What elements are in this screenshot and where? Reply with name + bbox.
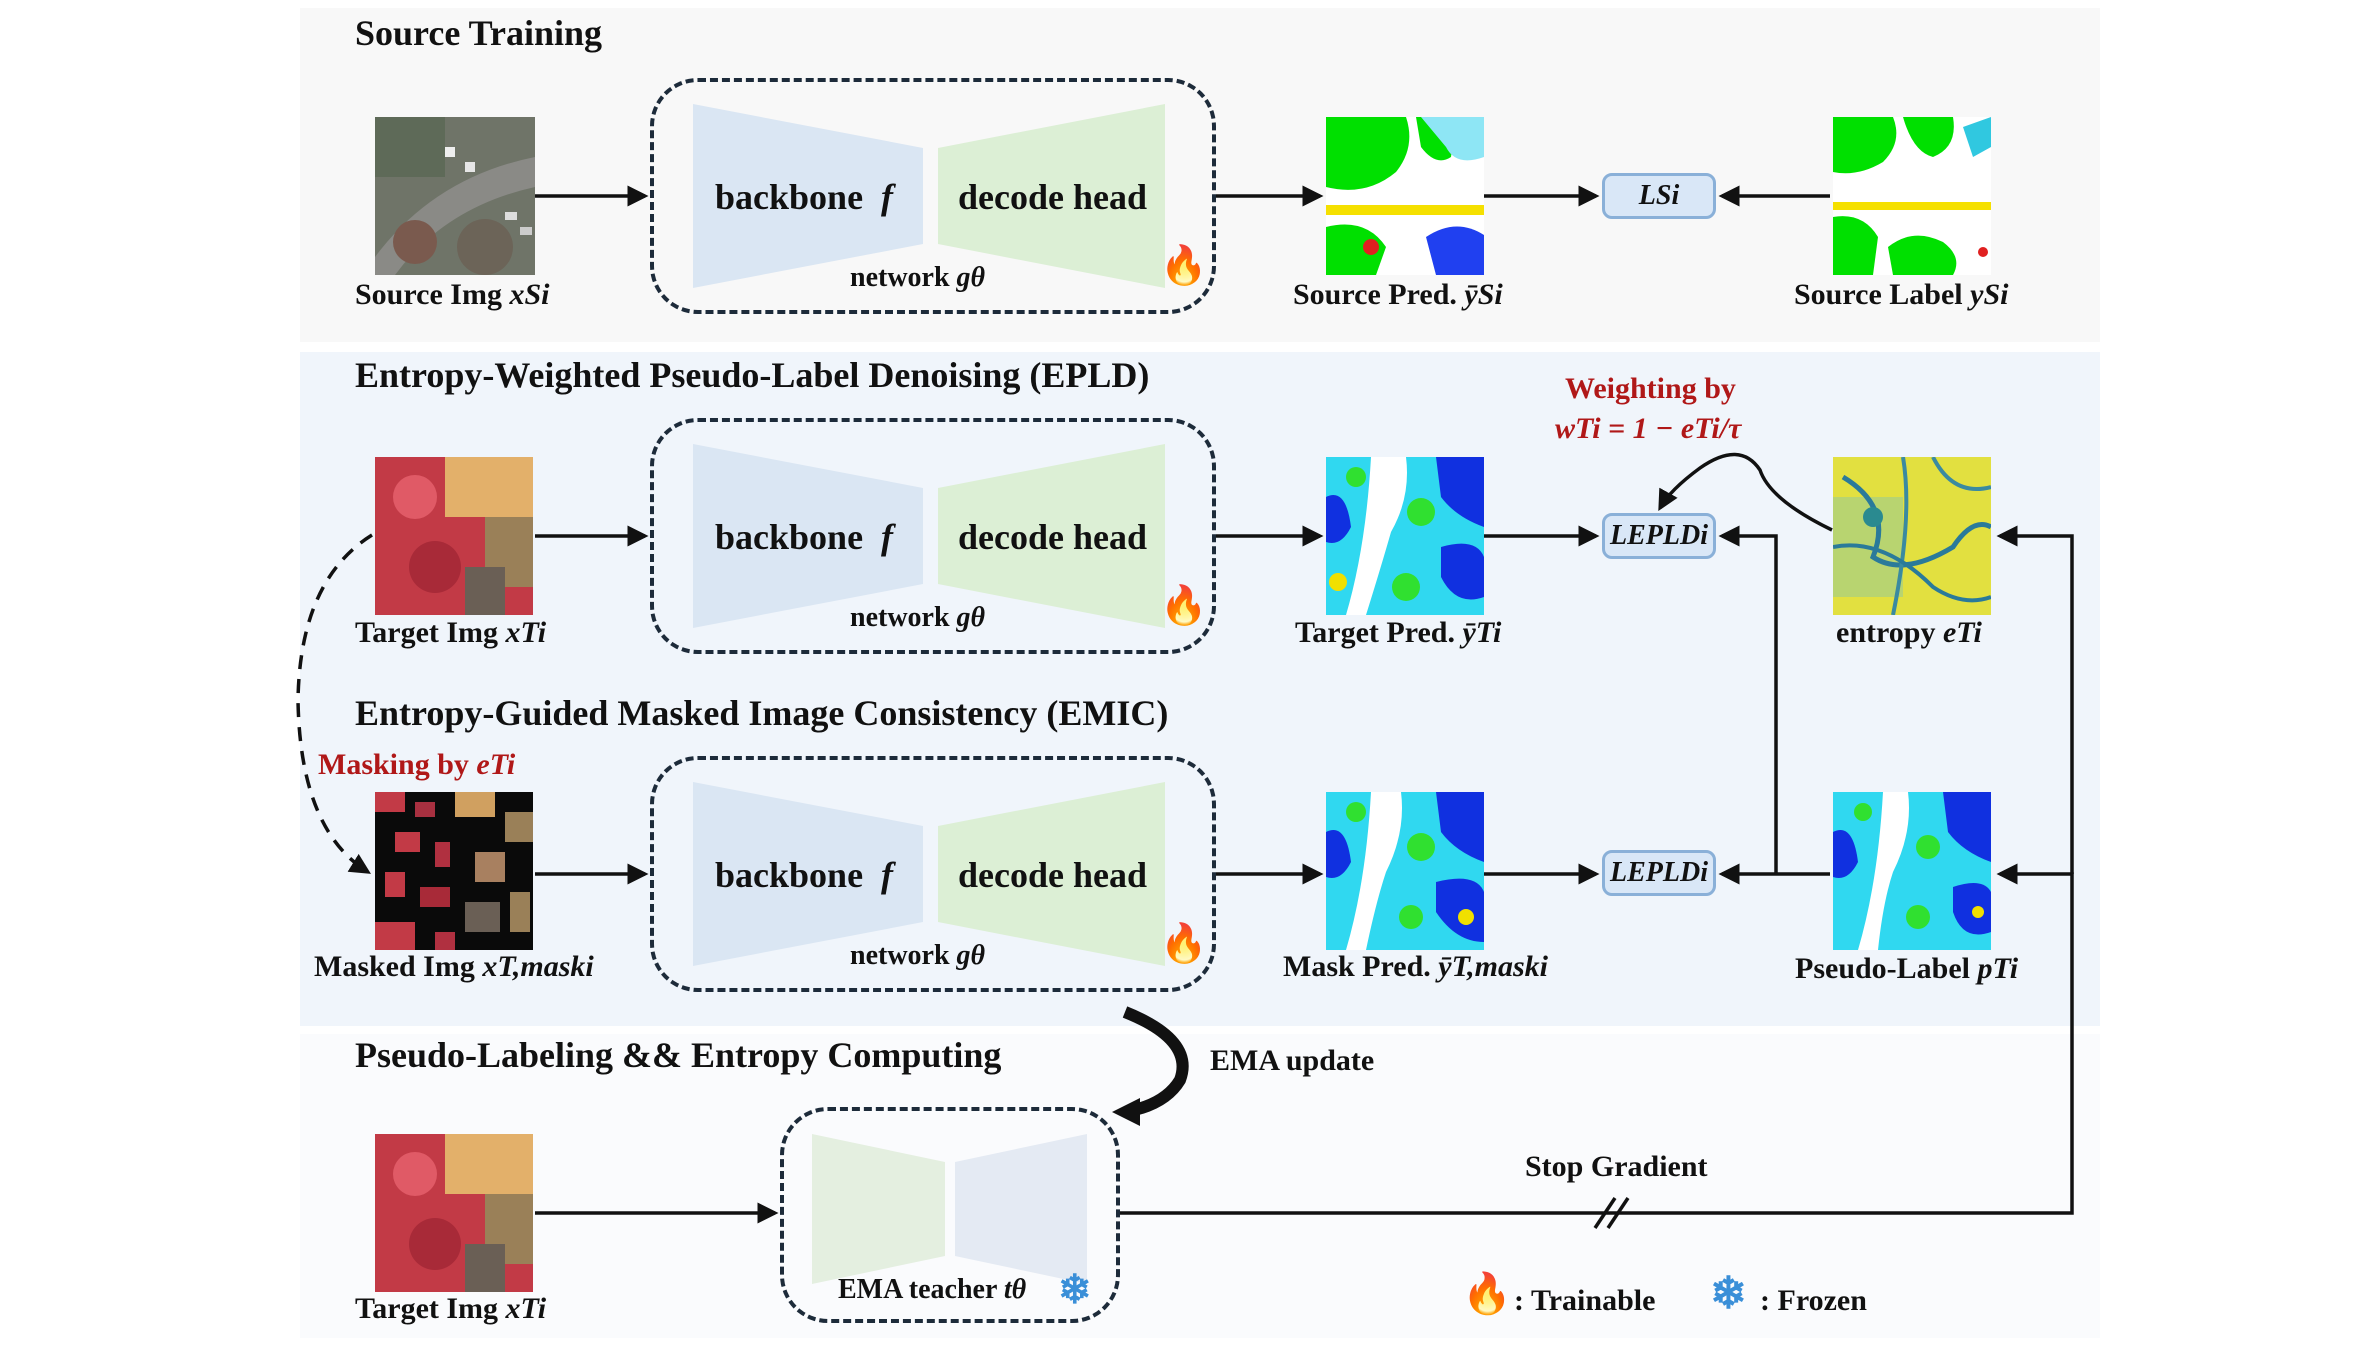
source-prediction-image — [1326, 117, 1484, 275]
source-image — [375, 117, 535, 275]
section-title-source-training: Source Training — [355, 13, 603, 53]
flame-icon-net-2: 🔥 — [1160, 585, 1208, 627]
source-label-image — [1833, 117, 1991, 275]
loss-epld-box-1: LEPLDi — [1602, 513, 1716, 559]
backbone-label-2: backbone f — [715, 517, 894, 557]
source-label-label: Source Label ySi — [1794, 278, 2009, 311]
network-label-2: network gθ — [850, 602, 986, 633]
stop-gradient-label: Stop Gradient — [1525, 1150, 1708, 1183]
masked-image-label: Masked Img xT,maski — [314, 950, 594, 983]
network-label-1: network gθ — [850, 262, 986, 293]
pseudo-label-image — [1833, 792, 1991, 950]
source-prediction-label: Source Pred. ȳSi — [1293, 278, 1503, 311]
flame-icon-net-1: 🔥 — [1160, 245, 1208, 287]
section-title-pseudo: Pseudo-Labeling && Entropy Computing — [355, 1035, 1002, 1075]
loss-epld-box-2: LEPLDi — [1602, 850, 1716, 896]
target-image-teacher-label: Target Img xTi — [355, 1292, 547, 1325]
target-image — [375, 457, 533, 615]
mask-prediction-label: Mask Pred. ȳT,maski — [1283, 950, 1549, 983]
network-box-2 — [650, 418, 1216, 654]
decode-head-label-1: decode head — [958, 177, 1147, 217]
section-title-epld: Entropy-Weighted Pseudo-Label Denoising … — [355, 355, 1150, 395]
flame-icon-net-3: 🔥 — [1160, 923, 1208, 965]
snowflake-icon-teacher: ❄ — [1058, 1267, 1092, 1312]
target-prediction-label: Target Pred. ȳTi — [1295, 616, 1502, 649]
flame-icon-legend: 🔥 — [1462, 1271, 1512, 1316]
section-title-emic: Entropy-Guided Masked Image Consistency … — [355, 693, 1169, 733]
decode-head-label-3: decode head — [958, 855, 1147, 895]
loss-source-box: LSi — [1602, 173, 1716, 219]
masking-label: Masking by eTi — [318, 748, 516, 781]
entropy-image — [1833, 457, 1991, 615]
snowflake-icon-legend: ❄ — [1710, 1269, 1747, 1318]
mask-prediction-image — [1326, 792, 1484, 950]
decode-head-label-2: decode head — [958, 517, 1147, 557]
target-prediction-image — [1326, 457, 1484, 615]
source-image-label: Source Img xSi — [355, 278, 550, 311]
weighting-formula: wTi = 1 − eTi/τ — [1555, 412, 1742, 445]
pseudo-label-label: Pseudo-Label pTi — [1795, 952, 2019, 985]
backbone-label-3: backbone f — [715, 855, 894, 895]
legend-trainable: : Trainable — [1514, 1284, 1656, 1317]
legend-frozen: : Frozen — [1760, 1284, 1867, 1317]
entropy-label: entropy eTi — [1836, 616, 1982, 649]
ema-teacher-label: EMA teacher tθ — [838, 1274, 1027, 1305]
ema-teacher-box — [780, 1107, 1120, 1323]
network-label-3: network gθ — [850, 940, 986, 971]
weighting-title: Weighting by — [1565, 372, 1736, 405]
backbone-label-1: backbone f — [715, 177, 894, 217]
target-image-teacher — [375, 1134, 533, 1292]
target-image-label: Target Img xTi — [355, 616, 547, 649]
ema-update-label: EMA update — [1210, 1044, 1375, 1077]
masked-image — [375, 792, 533, 950]
network-box-1 — [650, 78, 1216, 314]
